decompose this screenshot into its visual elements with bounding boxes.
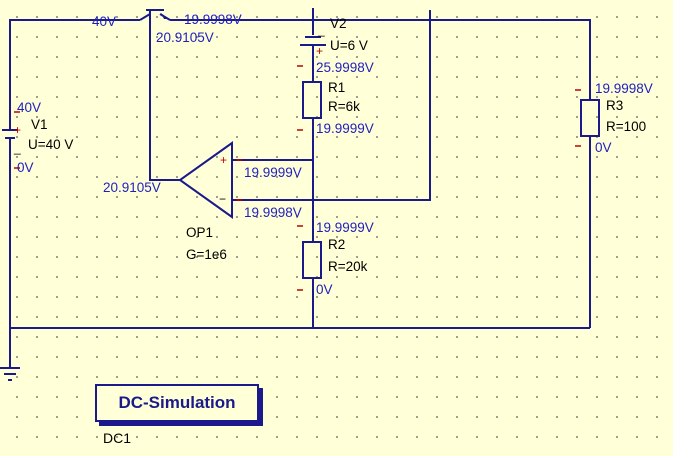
v1-plus: + <box>14 123 21 137</box>
ground-symbol[interactable] <box>0 367 20 381</box>
v1-value: U=40 V <box>28 137 73 152</box>
v1-name: V1 <box>31 117 48 132</box>
voltage-opamp-plus: 19.9999V <box>244 165 302 180</box>
dc-simulation-label: DC-Simulation <box>118 393 236 412</box>
voltage-v1-top: 40V <box>17 100 41 115</box>
r3-resistor[interactable] <box>580 80 600 150</box>
wire-v1-collector[interactable] <box>9 19 140 110</box>
r1-name: R1 <box>328 80 345 95</box>
v1-minus: _ <box>13 141 21 155</box>
dc-simulation-block[interactable]: DC-Simulation <box>95 384 259 422</box>
voltage-emitter: 19.9998V <box>184 12 242 27</box>
op1-minus: − <box>219 192 226 206</box>
op1-value: G=1e6 <box>186 247 227 262</box>
wires <box>9 8 591 368</box>
op-amp[interactable]: + − <box>178 141 233 219</box>
voltage-r2-top: 19.9999V <box>316 220 374 235</box>
r1-resistor[interactable] <box>302 76 322 124</box>
voltage-v1-bottom: 0V <box>17 160 34 175</box>
wire-emitter-top[interactable] <box>170 19 591 80</box>
voltage-opamp-minus: 19.9998V <box>244 205 302 220</box>
v2-plus: + <box>316 44 323 58</box>
pin-markers <box>14 65 581 291</box>
node-voltage-labels: 40V 19.9998V 20.9105V 25.9998V 19.9999V … <box>17 12 653 297</box>
voltage-r2-bottom: 0V <box>316 282 333 297</box>
r1-value: R=6k <box>328 99 360 114</box>
r3-value: R=100 <box>606 119 646 134</box>
voltage-collector: 40V <box>92 14 116 29</box>
dc-simulation-name: DC1 <box>103 430 132 446</box>
r2-value: R=20k <box>328 259 368 274</box>
op1-plus: + <box>220 153 227 167</box>
wire-feedback[interactable] <box>232 10 431 201</box>
v2-value: U=6 V <box>330 38 368 53</box>
op1-name: OP1 <box>186 225 213 240</box>
component-labels: V1 U=40 V V2 U=6 V R1 R=6k R2 R=20k R3 R… <box>28 16 646 274</box>
transistor[interactable] <box>139 9 171 24</box>
voltage-r3-bottom: 0V <box>595 140 612 155</box>
r2-name: R2 <box>328 237 345 252</box>
r2-resistor[interactable] <box>302 236 322 284</box>
voltage-r3-top: 19.9998V <box>595 81 653 96</box>
v1-source[interactable]: + _ <box>2 110 21 156</box>
v2-minus: _ <box>317 23 325 37</box>
voltage-opamp-out: 20.9105V <box>103 180 161 195</box>
voltage-r1-bottom: 19.9999V <box>316 121 374 136</box>
voltage-v2-top: 25.9998V <box>316 60 374 75</box>
voltage-base: 20.9105V <box>156 30 214 45</box>
v2-source[interactable]: _ + <box>300 23 326 58</box>
r3-name: R3 <box>606 98 623 113</box>
wire-base-output[interactable] <box>149 24 180 181</box>
v2-name: V2 <box>330 16 347 31</box>
